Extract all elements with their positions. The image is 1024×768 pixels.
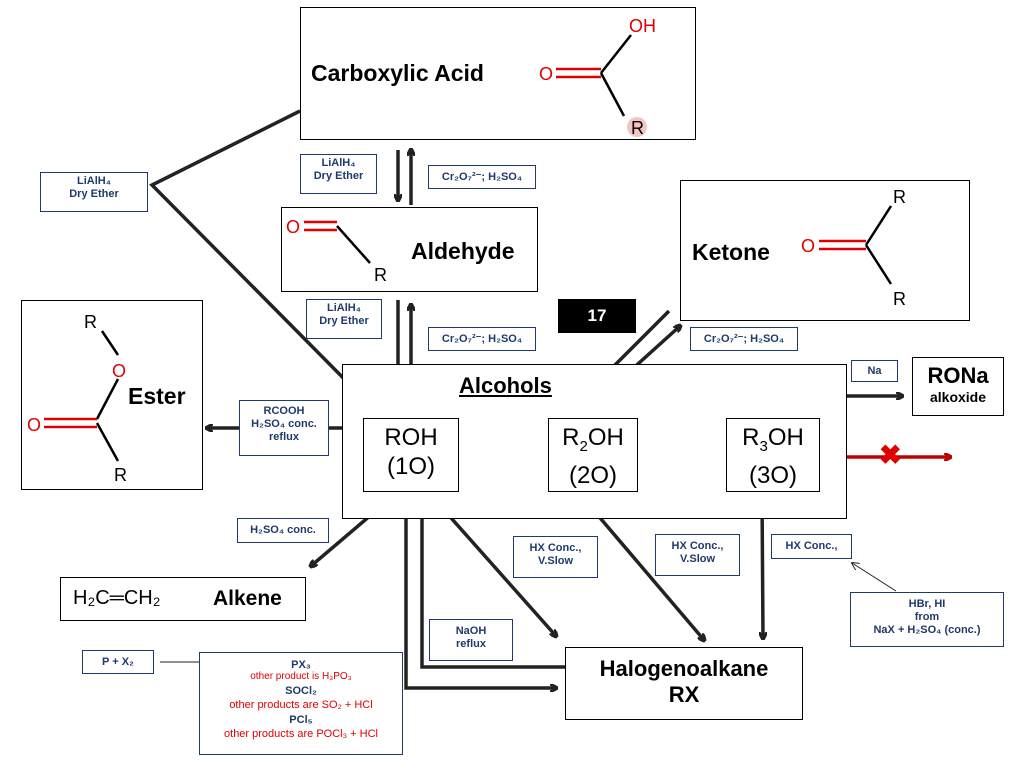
arrow-acid-to-roh: [149, 109, 375, 410]
arrow-roh-to-rx-bottom: [404, 492, 556, 688]
reagent-na: Na: [851, 360, 898, 382]
r3oh-degree: (3O): [749, 461, 797, 489]
aldehyde-o: O: [286, 217, 300, 237]
reagent-cr-right: Cr₂O₇²⁻; H₂SO₄: [690, 327, 798, 351]
ketone-r-top: R: [893, 187, 906, 207]
arrow-rx-to-roh: [422, 502, 565, 669]
alcohols-label: Alcohols: [459, 373, 552, 398]
ester-label: Ester: [128, 383, 186, 409]
roh-formula: ROH: [384, 424, 438, 451]
socl2-note: other products are SO₂ + HCl: [229, 699, 373, 711]
slide-number: 17: [558, 299, 636, 333]
halogenoalkane-line1: Halogenoalkane: [599, 656, 769, 681]
reagent-cr-top: Cr₂O₇²⁻; H₂SO₄: [428, 165, 536, 189]
pcl5-note: other products are POCl₃ + HCl: [224, 728, 378, 740]
reagent-h2so4: H₂SO₄ conc.: [237, 518, 329, 543]
reagent-cr-mid: Cr₂O₇²⁻; H₂SO₄: [428, 327, 536, 351]
socl2: SOCl₂: [285, 685, 317, 697]
primary-alcohol[interactable]: ROH (1O): [363, 418, 459, 492]
rona-subtitle: alkoxide: [929, 389, 987, 405]
ketone-box[interactable]: Ketone O R R: [680, 180, 970, 321]
aldehyde-box[interactable]: O R Aldehyde: [281, 207, 538, 292]
px3: PX₃: [291, 659, 311, 671]
rona-box[interactable]: RONa alkoxide: [912, 357, 1004, 416]
ester-o: O: [27, 415, 41, 435]
acid-oh: OH: [629, 16, 656, 36]
aldehyde-label: Aldehyde: [411, 238, 515, 264]
carboxylic-acid-label: Carboxylic Acid: [311, 60, 484, 86]
ester-r-bottom: R: [114, 465, 127, 485]
alkene-box[interactable]: H₂C═CH₂ Alkene: [60, 577, 306, 621]
ester-structure: R O O R: [27, 312, 127, 485]
aldehyde-r: R: [374, 265, 387, 285]
halogenoalkane-line2: RX: [668, 682, 700, 707]
carboxylic-acid-box[interactable]: Carboxylic Acid OH O R: [300, 7, 696, 140]
aldehyde-structure: O R: [286, 217, 387, 285]
reagent-px: P + X₂: [82, 650, 154, 674]
alkene-formula: H₂C═CH₂: [73, 587, 161, 609]
ester-r-top: R: [84, 312, 97, 332]
ketone-r-bottom: R: [893, 289, 906, 309]
r2oh-degree: (2O): [569, 461, 617, 489]
r3oh-formula: R3OH: [742, 424, 804, 455]
halogenoalkane-box[interactable]: Halogenoalkane RX: [565, 647, 803, 720]
no-reaction-cross-icon: ✖: [879, 440, 902, 470]
arrow-hbr-thin: [852, 563, 897, 592]
halogenating-reagents-box: PX₃ other product is H₃PO₃ SOCl₂ other p…: [199, 652, 403, 755]
secondary-alcohol[interactable]: R2OH (2O): [548, 418, 638, 492]
ester-box[interactable]: R O O R Ester: [21, 300, 203, 490]
px3-note: other product is H₃PO₃: [250, 671, 352, 682]
reagent-hx1: HX Conc.,V.Slow: [513, 536, 598, 578]
acid-r: R: [631, 118, 644, 138]
ketone-o: O: [801, 236, 815, 256]
acid-o: O: [539, 64, 553, 84]
tertiary-alcohol[interactable]: R3OH (3O): [726, 418, 820, 492]
r2oh-formula: R2OH: [562, 424, 624, 455]
pcl5: PCl₅: [289, 714, 313, 726]
reagent-hx2: HX Conc.,V.Slow: [655, 534, 740, 576]
ketone-structure: O R R: [801, 187, 906, 309]
ester-o-link: O: [112, 361, 126, 381]
rona-title: RONa: [927, 363, 989, 388]
roh-degree: (1O): [387, 453, 435, 480]
ketone-label: Ketone: [692, 239, 770, 265]
carboxylic-acid-structure: OH O R: [539, 16, 656, 138]
reagent-hx3: HX Conc.,: [771, 534, 852, 559]
alkene-label: Alkene: [213, 587, 282, 610]
